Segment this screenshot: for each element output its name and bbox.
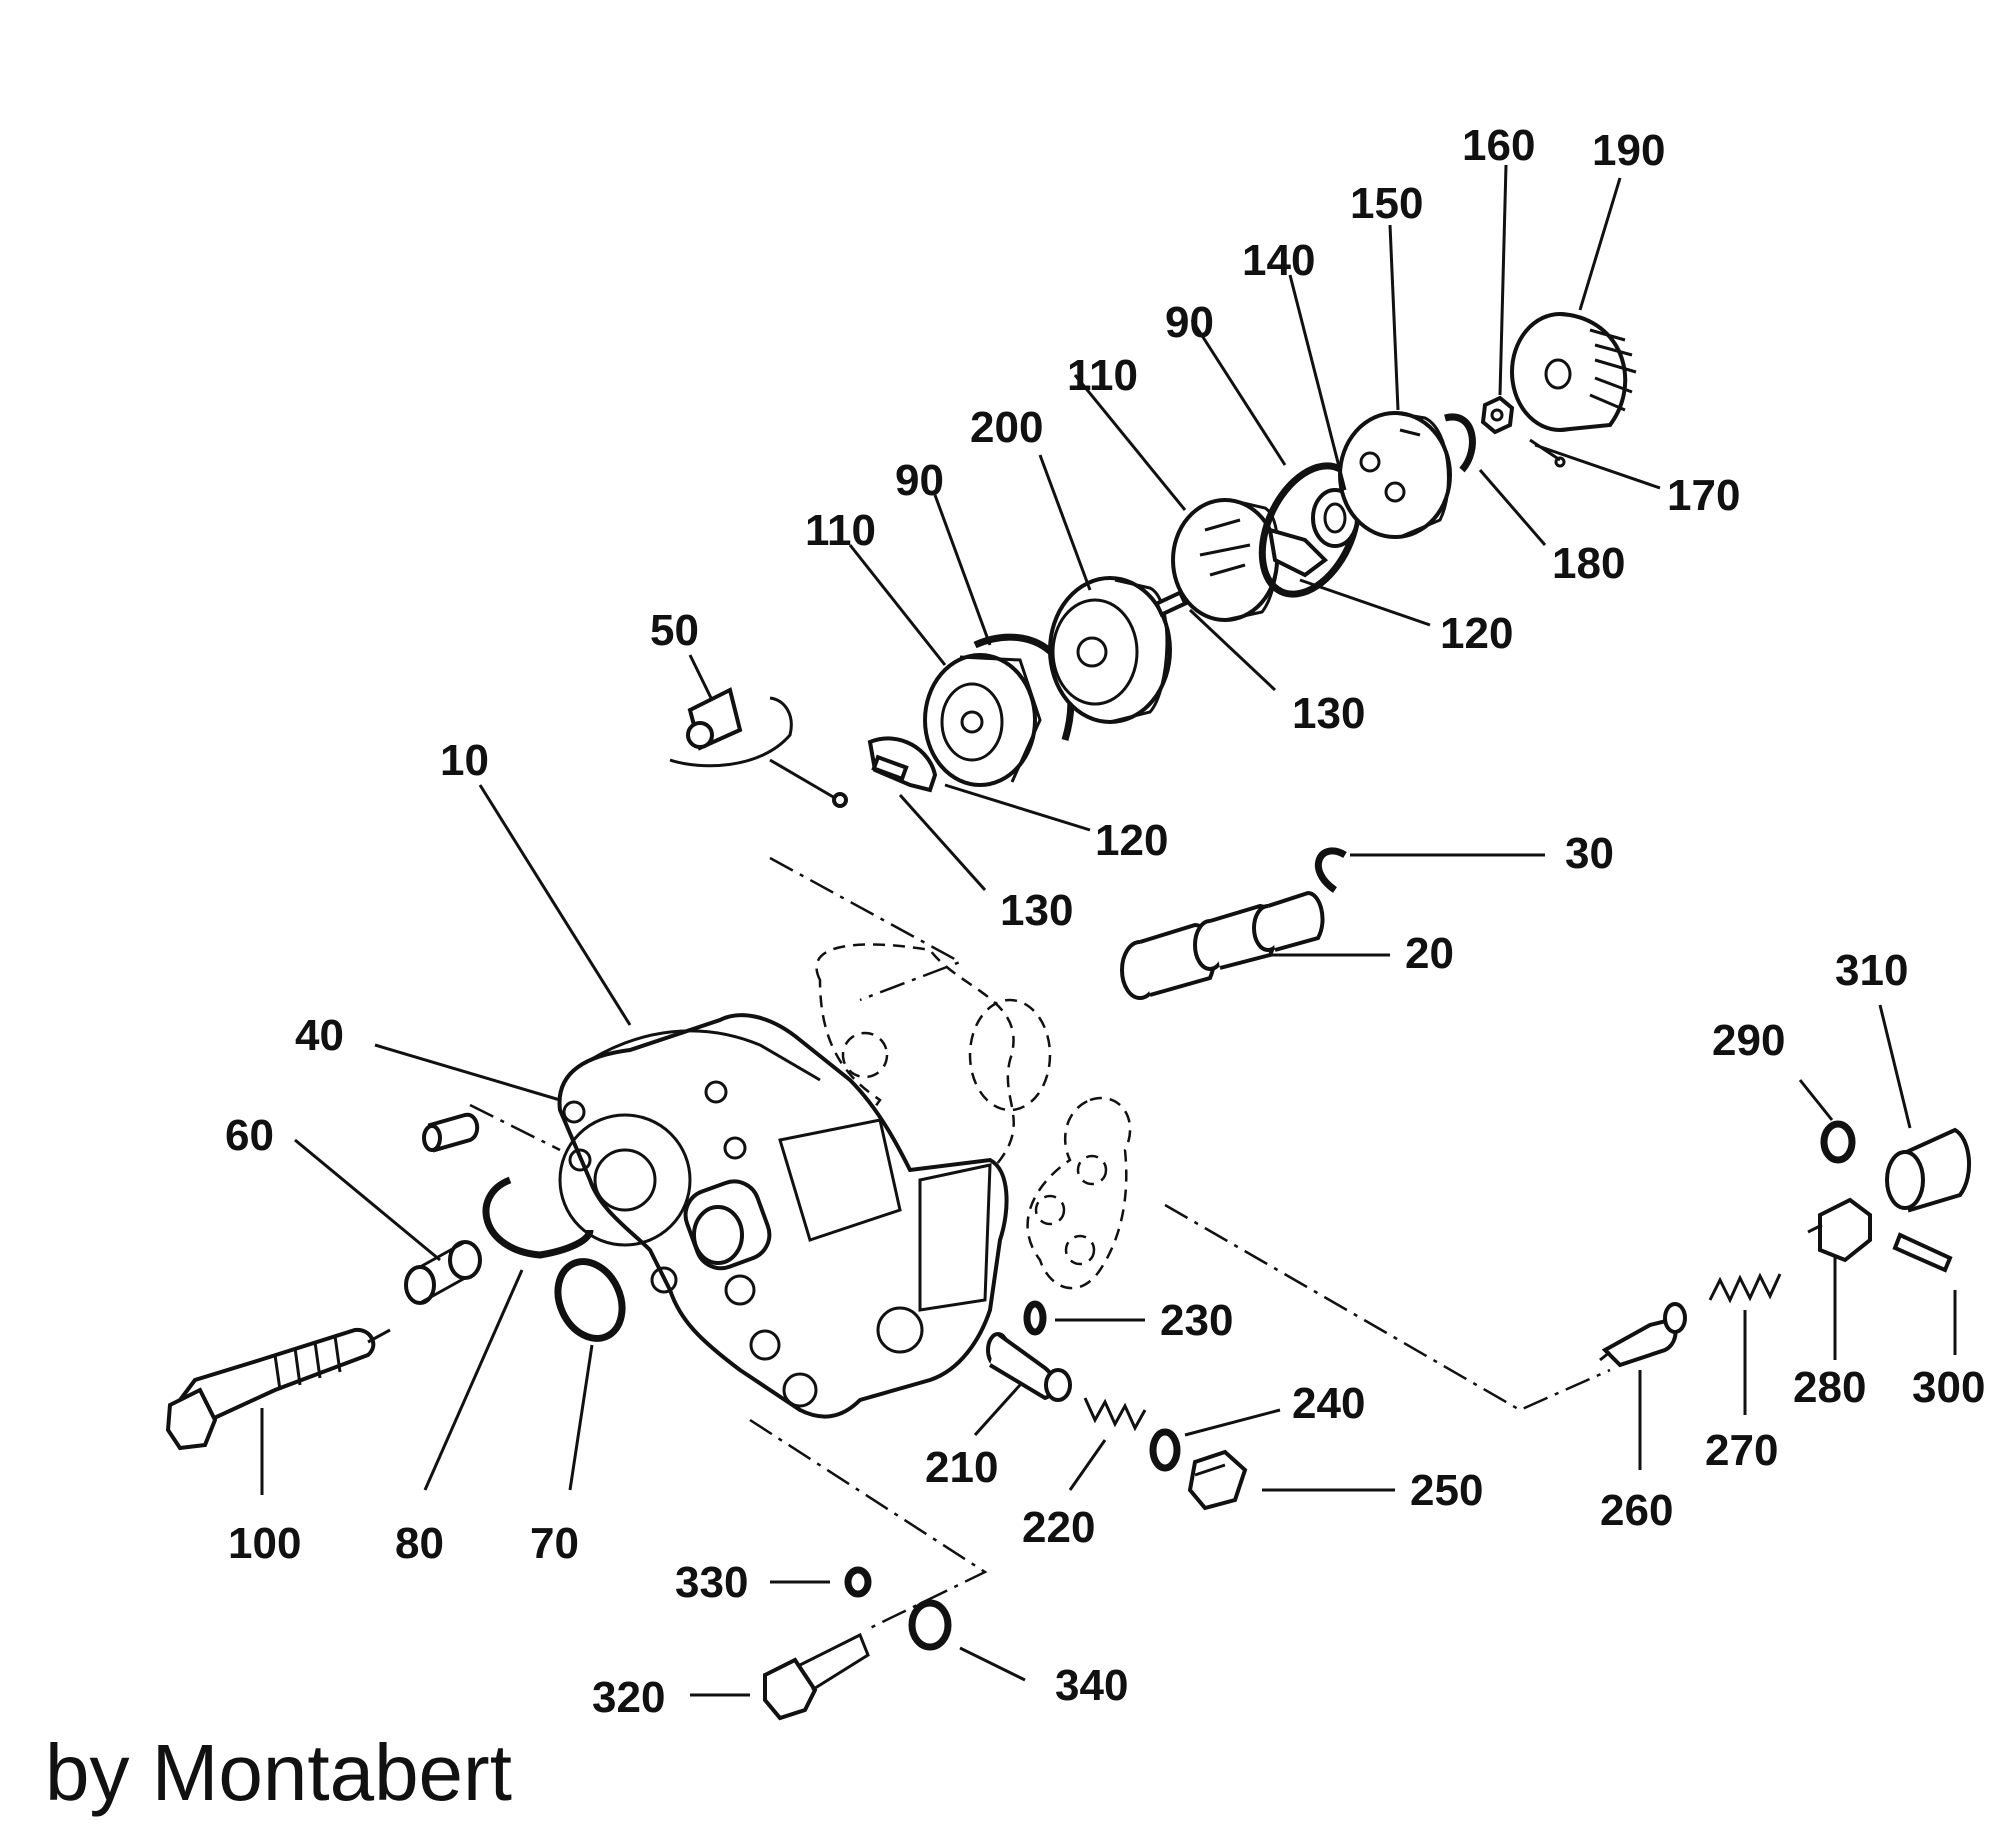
bushings-20 xyxy=(1120,890,1325,1000)
callout-270: 270 xyxy=(1705,1426,1778,1475)
callout-240: 240 xyxy=(1292,1379,1365,1428)
valve-260 xyxy=(1599,1302,1687,1368)
callout-160: 160 xyxy=(1462,121,1535,170)
pin-300 xyxy=(1892,1232,1953,1273)
callout-40: 40 xyxy=(295,1011,344,1060)
o-ring-230 xyxy=(1023,1300,1047,1336)
callout-250: 250 xyxy=(1410,1466,1483,1515)
end-cover-150 xyxy=(1338,411,1452,539)
phantom-housing-outline xyxy=(815,943,1132,1290)
snap-ring-180 xyxy=(1444,413,1476,473)
clamp-310 xyxy=(1885,1127,1972,1213)
end-plate-110-upper xyxy=(1171,498,1280,622)
callout-310: 310 xyxy=(1835,946,1908,995)
callout-200: 200 xyxy=(970,403,1043,452)
callout-50: 50 xyxy=(650,606,699,655)
callout-330: 330 xyxy=(675,1558,748,1607)
callout-20: 20 xyxy=(1405,929,1454,978)
callout-170: 170 xyxy=(1667,471,1740,520)
callout-110-mid: 110 xyxy=(805,506,876,555)
leader-lines xyxy=(260,164,1957,1697)
rotor-200 xyxy=(1048,576,1172,724)
callout-80: 80 xyxy=(395,1519,444,1568)
callout-220: 220 xyxy=(1022,1503,1095,1552)
callout-30: 30 xyxy=(1565,829,1614,878)
snap-ring-30 xyxy=(1314,847,1347,893)
callout-320: 320 xyxy=(592,1673,665,1722)
callout-110-top: 110 xyxy=(1067,351,1138,400)
callout-210: 210 xyxy=(925,1443,998,1492)
callout-120-top: 120 xyxy=(1440,609,1513,658)
end-plate-110-lower xyxy=(923,653,1042,787)
shaft-100 xyxy=(165,1327,391,1451)
plug-320 xyxy=(763,1632,870,1721)
main-housing-10 xyxy=(557,1013,1009,1419)
o-ring-290 xyxy=(1820,1120,1856,1164)
callout-90-mid: 90 xyxy=(895,456,944,505)
pulley-190 xyxy=(1510,312,1637,432)
callout-100: 100 xyxy=(228,1519,301,1568)
gasket-120-lower xyxy=(867,736,938,793)
gasket-120-upper xyxy=(1267,527,1329,578)
dowel-40 xyxy=(422,1112,480,1153)
washer-240 xyxy=(1149,1428,1181,1472)
credit-text: by Montabert xyxy=(45,1728,512,1817)
callout-labels: 160 190 150 140 90 110 200 90 110 50 170… xyxy=(225,121,1985,1722)
o-ring-80 xyxy=(482,1176,594,1259)
callout-90-top: 90 xyxy=(1165,298,1214,347)
o-ring-70 xyxy=(554,1258,626,1342)
o-ring-330 xyxy=(844,1566,872,1598)
callout-280: 280 xyxy=(1793,1363,1866,1412)
callout-130-top: 130 xyxy=(1292,689,1365,738)
spring-220 xyxy=(1083,1397,1147,1432)
washer-340 xyxy=(908,1599,952,1651)
nut-160 xyxy=(1480,395,1515,435)
callout-120-low: 120 xyxy=(1095,816,1168,865)
plug-250 xyxy=(1187,1449,1248,1511)
seal-60 xyxy=(404,1240,482,1305)
callout-340: 340 xyxy=(1055,1661,1128,1710)
callout-180: 180 xyxy=(1552,539,1625,588)
nozzle-50 xyxy=(669,687,848,808)
callout-230: 230 xyxy=(1160,1296,1233,1345)
body-280 xyxy=(1807,1197,1872,1263)
callout-130-low: 130 xyxy=(1000,886,1073,935)
spring-270 xyxy=(1708,1272,1782,1304)
callout-60: 60 xyxy=(225,1111,274,1160)
callout-190: 190 xyxy=(1592,126,1665,175)
callout-150: 150 xyxy=(1350,179,1423,228)
spool-210 xyxy=(986,1332,1072,1402)
callout-260: 260 xyxy=(1600,1486,1673,1535)
callout-290: 290 xyxy=(1712,1016,1785,1065)
callout-10: 10 xyxy=(440,736,489,785)
callout-70: 70 xyxy=(530,1519,579,1568)
callout-300: 300 xyxy=(1912,1363,1985,1412)
callout-140: 140 xyxy=(1242,236,1315,285)
